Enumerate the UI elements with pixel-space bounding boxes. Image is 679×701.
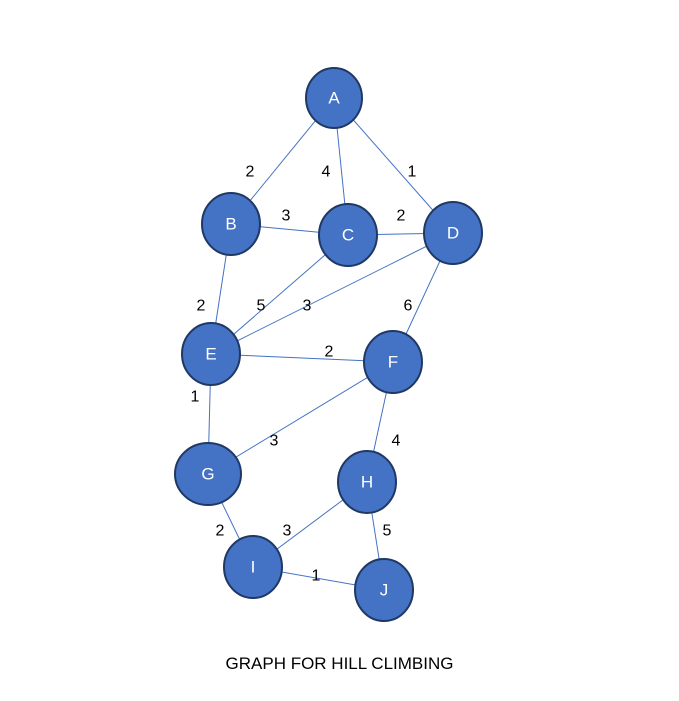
node-label-e: E [205, 345, 216, 364]
node-i: I [223, 535, 283, 599]
weights-layer: 2 4 1 3 2 2 5 3 6 2 1 3 4 2 3 5 1 [191, 164, 417, 585]
edge-weight-f-h: 4 [392, 433, 401, 450]
node-h: H [337, 450, 397, 514]
node-circle-f [363, 330, 423, 394]
node-d: D [423, 201, 483, 265]
edge-f-g [207, 361, 394, 475]
edge-e-f [210, 353, 394, 363]
node-label-i: I [251, 558, 256, 577]
node-f: F [363, 330, 423, 394]
edge-weight-a-b: 2 [246, 164, 255, 181]
node-circle-d [423, 201, 483, 265]
node-c: C [318, 203, 378, 267]
node-b: B [201, 192, 261, 256]
node-circle-b [201, 192, 261, 256]
node-j: J [354, 558, 414, 622]
edge-weight-h-j: 5 [383, 523, 392, 540]
node-circle-i [223, 535, 283, 599]
diagram-caption: GRAPH FOR HILL CLIMBING [225, 654, 454, 673]
edge-weight-g-i: 2 [216, 523, 225, 540]
node-a: A [305, 67, 363, 129]
edge-weight-c-e: 5 [257, 298, 266, 315]
node-label-g: G [201, 465, 214, 484]
edge-weight-b-e: 2 [197, 298, 206, 315]
edge-weight-a-c: 4 [322, 164, 331, 181]
node-label-d: D [447, 224, 459, 243]
node-label-j: J [380, 581, 389, 600]
edge-weight-e-g: 1 [191, 389, 200, 406]
node-circle-j [354, 558, 414, 622]
edge-d-e [210, 232, 454, 355]
edge-weight-d-e: 3 [303, 298, 312, 315]
node-label-c: C [342, 226, 354, 245]
edge-weight-e-f: 2 [325, 344, 334, 361]
node-circle-e [181, 322, 241, 386]
node-circle-g [174, 442, 242, 506]
edge-weight-b-c: 3 [282, 208, 291, 225]
node-label-b: B [225, 215, 236, 234]
node-e: E [181, 322, 241, 386]
edge-weight-h-i: 3 [283, 523, 292, 540]
node-label-h: H [361, 473, 373, 492]
node-circle-a [305, 67, 363, 129]
edge-weight-c-d: 2 [397, 208, 406, 225]
nodes-layer: A B C D E F G H I J [174, 67, 483, 622]
node-label-a: A [328, 89, 340, 108]
edge-weight-f-g: 3 [270, 433, 279, 450]
edge-weight-d-f: 6 [404, 298, 413, 315]
edge-weight-a-d: 1 [408, 164, 417, 181]
edge-weight-i-j: 1 [312, 568, 321, 585]
node-circle-h [337, 450, 397, 514]
node-label-f: F [388, 353, 398, 372]
node-circle-c [318, 203, 378, 267]
node-g: G [174, 442, 242, 506]
